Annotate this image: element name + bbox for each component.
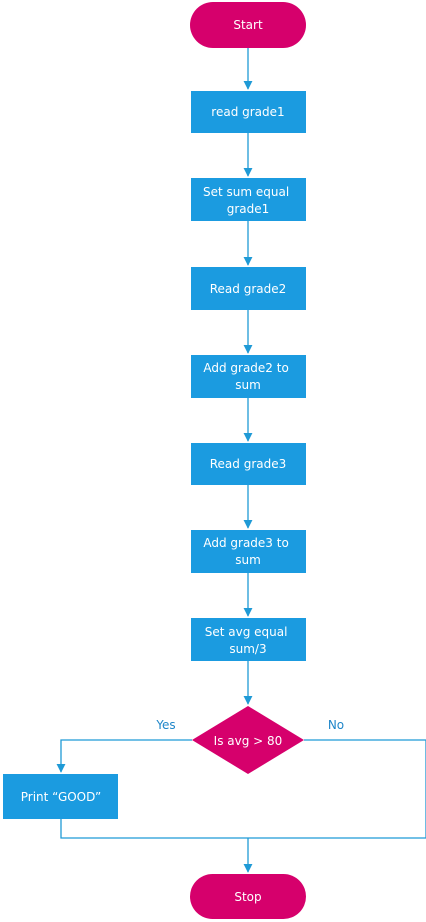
set-sum-label: Set sum equal grade1: [203, 185, 293, 216]
process-read-grade1: read grade1: [191, 91, 306, 133]
add-grade3-label: Add grade3 to sum: [203, 536, 292, 567]
decision-label: Is avg > 80: [214, 734, 283, 748]
yes-branch-label: Yes: [155, 718, 175, 732]
process-set-sum: Set sum equal grade1: [191, 178, 306, 221]
set-sum-line2: grade1: [227, 202, 270, 216]
add-grade3-line1: Add grade3 to: [203, 536, 288, 550]
process-set-avg: Set avg equal sum/3: [191, 618, 306, 661]
set-avg-line1: Set avg equal: [205, 625, 288, 639]
process-add-grade3: Add grade3 to sum: [191, 530, 306, 573]
process-read-grade3: Read grade3: [191, 443, 306, 485]
stop-terminal: Stop: [190, 874, 306, 919]
connector-yes-branch: [56, 739, 192, 773]
process-print-good: Print “GOOD”: [3, 774, 118, 819]
no-branch-label: No: [328, 718, 344, 732]
read-grade3-label: Read grade3: [210, 457, 287, 471]
read-grade2-label: Read grade2: [210, 282, 287, 296]
connector-no-branch: [248, 739, 426, 839]
add-grade2-label: Add grade2 to sum: [203, 361, 292, 392]
set-avg-line2: sum/3: [229, 642, 266, 656]
read-grade1-label: read grade1: [211, 105, 284, 119]
add-grade3-line2: sum: [235, 553, 261, 567]
start-terminal: Start: [190, 2, 306, 48]
set-sum-line1: Set sum equal: [203, 185, 289, 199]
stop-label: Stop: [234, 890, 261, 904]
decision-diamond: Is avg > 80: [192, 706, 304, 774]
print-good-label: Print “GOOD”: [21, 790, 102, 804]
process-add-grade2: Add grade2 to sum: [191, 355, 306, 398]
add-grade2-line2: sum: [235, 378, 261, 392]
set-avg-label: Set avg equal sum/3: [205, 625, 292, 656]
start-label: Start: [233, 18, 263, 32]
connector-print-merge: [60, 819, 248, 839]
add-grade2-line1: Add grade2 to: [203, 361, 288, 375]
process-read-grade2: Read grade2: [191, 267, 306, 310]
